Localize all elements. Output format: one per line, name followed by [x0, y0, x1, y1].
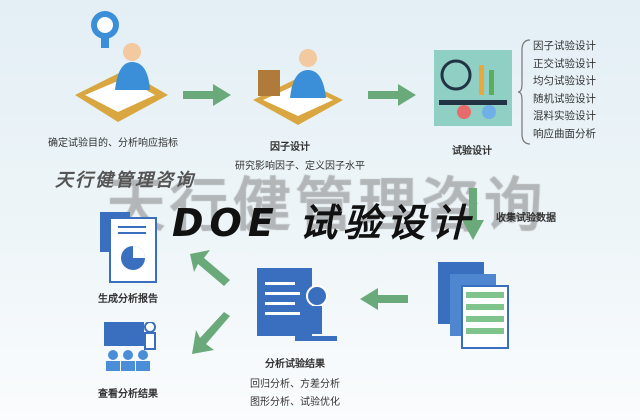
brand-text: 天行健管理咨询 — [55, 170, 195, 191]
arrow-up-left-icon — [190, 250, 230, 286]
factor-design-sub: 研究影响因子、定义因子水平 — [235, 161, 365, 172]
data-sheets-icon — [438, 262, 509, 349]
method-item: 随机试验设计 — [533, 92, 596, 105]
lab-icon — [434, 50, 512, 126]
define-goal-icon — [75, 11, 168, 122]
define-goal-label: 确定试验目的、分析响应指标 — [48, 138, 178, 149]
report-icon — [100, 212, 157, 283]
report-label: 生成分析报告 — [98, 294, 158, 305]
arrow-down-icon — [462, 188, 484, 240]
factor-design-label: 因子设计 — [270, 142, 310, 153]
method-item: 混料实验设计 — [533, 110, 596, 123]
presentation-icon — [104, 322, 156, 371]
collect-data-label: 收集试验数据 — [496, 213, 556, 224]
method-item: 响应曲面分析 — [533, 127, 596, 140]
method-item: 因子试验设计 — [533, 40, 596, 52]
analyze-sub-2: 图形分析、试验优化 — [250, 397, 340, 408]
method-item: 正交试验设计 — [533, 57, 596, 70]
arrow-right-icon — [368, 84, 416, 106]
arrow-right-icon — [183, 84, 231, 106]
arrow-down-left-icon — [192, 312, 230, 354]
design-methods-list: 因子试验设计 正交试验设计 均匀试验设计 随机试验设计 混料实验设计 响应曲面分… — [533, 38, 596, 144]
brace-icon — [518, 39, 531, 145]
analyze-results-label: 分析试验结果 — [265, 359, 325, 370]
factor-design-icon — [253, 49, 343, 125]
view-results-label: 查看分析结果 — [98, 389, 158, 400]
test-design-label: 试验设计 — [452, 146, 492, 157]
method-item: 均匀试验设计 — [533, 75, 596, 88]
analyze-sub-1: 回归分析、方差分析 — [250, 379, 340, 390]
analysis-icon — [257, 268, 337, 341]
arrow-left-icon — [360, 288, 408, 310]
page-title: DOE 试验设计 — [172, 201, 476, 245]
